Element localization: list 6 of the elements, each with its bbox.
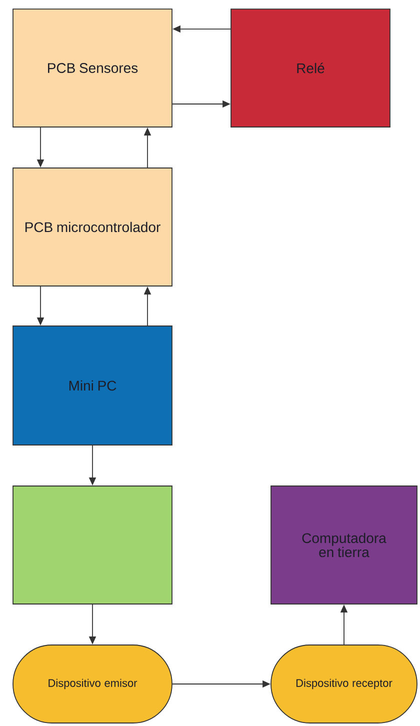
process-box: Mini PC	[12, 326, 172, 446]
process-box: PCB microcontrolador	[12, 168, 172, 286]
process-box	[12, 486, 172, 604]
process-box: Relé	[230, 8, 390, 128]
process-box: Computadora en tierra	[270, 486, 418, 604]
process-box: PCB Sensores	[12, 8, 172, 128]
